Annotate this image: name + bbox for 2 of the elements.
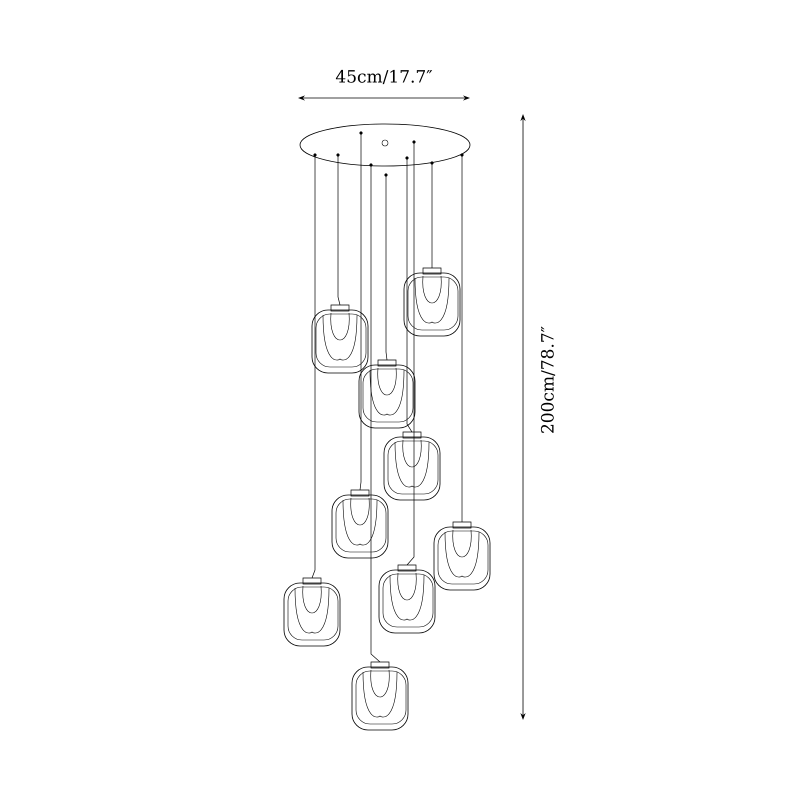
dimension-label: 45cm/17.7″	[336, 70, 432, 84]
dimension-label: 200cm/78.7″	[540, 326, 556, 433]
